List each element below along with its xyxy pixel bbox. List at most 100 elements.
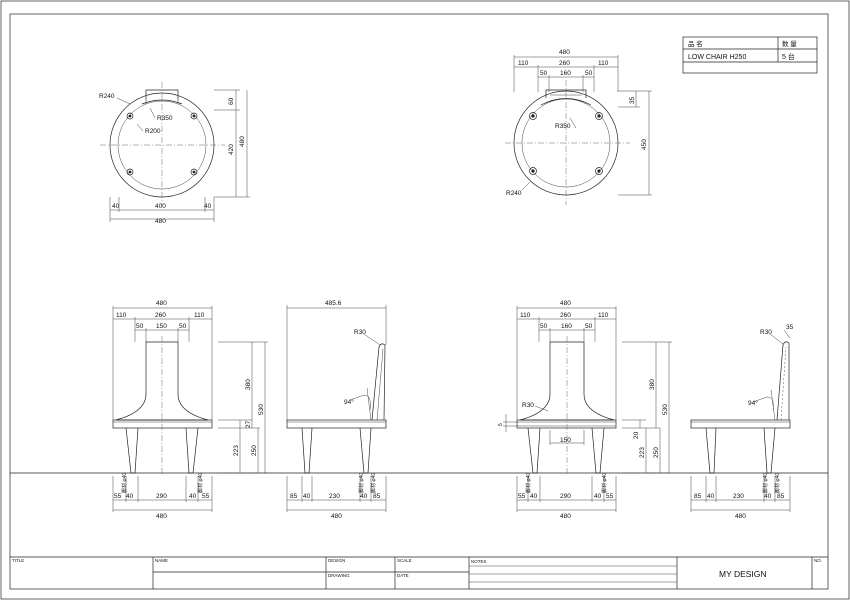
- fb-dim-50b: 50: [585, 323, 593, 330]
- sb-dim-35: 35: [786, 324, 794, 331]
- parts-table: 品 名 数 量 LOW CHAIR H250 5 台: [682, 36, 818, 74]
- sb-dim-230: 230: [733, 493, 744, 500]
- fa-dim-50a: 50: [136, 323, 144, 330]
- fb-dim-110a: 110: [520, 312, 531, 319]
- company-name: MY DESIGN: [719, 569, 767, 579]
- fb-radius-neck: R30: [522, 402, 534, 409]
- fb-leg-note-a: 脚材 φ40: [525, 473, 532, 493]
- fa-dim-380: 380: [245, 379, 252, 390]
- fb-dim-223: 223: [639, 447, 646, 458]
- parts-header-qty: 数 量: [782, 39, 797, 48]
- sb-dim-40b: 40: [764, 493, 772, 500]
- side-view-b: 94° R30 35 脚材 φ40 脚材 φ40 85 40 230 40 85…: [690, 324, 794, 520]
- top-view-left: R240 R350 R200 60 420 480 40 400 40 480: [99, 82, 250, 225]
- tl-dim-420: 420: [228, 144, 235, 155]
- fa-dim-260: 260: [155, 312, 166, 319]
- fb-dim-380: 380: [649, 379, 656, 390]
- sa-dim-40b: 40: [360, 493, 368, 500]
- tr-radius-back: R350: [555, 123, 571, 130]
- tl-radius-inner: R200: [145, 128, 161, 135]
- sb-leg-note-a: 脚材 φ40: [762, 473, 769, 493]
- front-view-a: 480 110 260 110 50 150 50 380 530 27 223…: [112, 300, 268, 520]
- fa-dim-150: 150: [156, 323, 167, 330]
- sa-dim-40a: 40: [303, 493, 311, 500]
- tr-dim-110a: 110: [518, 60, 529, 67]
- fb-dim-150: 150: [560, 437, 571, 444]
- fb-dim-480top: 480: [560, 300, 571, 307]
- fb-dim-20: 20: [633, 431, 640, 439]
- sb-radius-top: R30: [760, 329, 772, 336]
- fa-dim-480bot: 480: [156, 513, 167, 520]
- sb-dim-480: 480: [735, 513, 746, 520]
- tr-dim-50a: 50: [540, 70, 548, 77]
- tr-radius-outer: R240: [506, 190, 522, 197]
- tl-dim-480h: 480: [155, 218, 166, 225]
- fa-dim-40b: 40: [189, 493, 197, 500]
- parts-header-name: 品 名: [688, 39, 703, 48]
- sa-leg-note-a: 脚材 φ40: [358, 473, 365, 493]
- fb-dim-260: 260: [560, 312, 571, 319]
- tl-dim-40a: 40: [112, 203, 120, 210]
- drawing-label: DRAWING: [328, 573, 350, 578]
- fb-dim-160: 160: [561, 323, 572, 330]
- parts-row-qty: 5 台: [782, 52, 795, 61]
- sb-angle: 94°: [748, 399, 758, 407]
- name-label: NAME: [155, 558, 168, 563]
- tl-dim-40b: 40: [204, 203, 212, 210]
- fb-dim-40a: 40: [530, 493, 538, 500]
- title-block: TITLE NAME DESIGN SCALE DRAWING DATE NOT…: [10, 556, 828, 589]
- tl-radius-back: R350: [157, 115, 173, 122]
- sa-dim-230: 230: [329, 493, 340, 500]
- fb-dim-290: 290: [560, 493, 571, 500]
- notes-label: NOTES: [471, 559, 487, 564]
- front-view-b: 150 R30 5 480 110 260 110 50 160 50: [498, 300, 672, 520]
- tr-dim-110b: 110: [598, 60, 609, 67]
- fb-dim-250: 250: [653, 447, 660, 458]
- sa-dim-85a: 85: [290, 493, 298, 500]
- tl-dim-480v: 480: [239, 136, 246, 147]
- sa-dim-480: 480: [331, 513, 342, 520]
- fa-dim-250: 250: [251, 445, 258, 456]
- scale-label: SCALE: [397, 558, 412, 563]
- fa-dim-110b: 110: [194, 312, 205, 319]
- sa-angle: 94°: [344, 398, 354, 406]
- sb-leg-note-b: 脚材 φ40: [774, 473, 781, 493]
- title-label: TITLE: [12, 558, 24, 563]
- fb-leg-note-b: 脚材 φ40: [601, 473, 608, 493]
- tl-dim-400: 400: [155, 203, 166, 210]
- fb-dim-50a: 50: [540, 323, 548, 330]
- fa-dim-530: 530: [258, 404, 265, 415]
- fa-dim-290: 290: [156, 493, 167, 500]
- fa-leg-note-a: 脚材 φ40: [121, 473, 128, 493]
- tr-dim-480: 480: [559, 49, 570, 56]
- sa-dim-85b: 85: [373, 493, 381, 500]
- date-label: DATE: [397, 573, 409, 578]
- sb-dim-40a: 40: [707, 493, 715, 500]
- fa-dim-40a: 40: [126, 493, 134, 500]
- sb-dim-85b: 85: [777, 493, 785, 500]
- tr-dim-50b: 50: [585, 70, 593, 77]
- side-view-a: 94° R30 485.6 脚材 φ40 脚材 φ40 85 40 230 40…: [286, 300, 387, 520]
- design-label: DESIGN: [328, 558, 345, 563]
- sa-dim-485: 485.6: [325, 300, 342, 307]
- tr-dim-450: 450: [641, 139, 648, 150]
- tr-dim-160: 160: [560, 70, 571, 77]
- fa-leg-note-b: 脚材 φ40: [197, 473, 204, 493]
- fb-dim-110b: 110: [598, 312, 609, 319]
- fa-dim-110a: 110: [116, 312, 127, 319]
- sa-radius-top: R30: [354, 329, 366, 336]
- fb-dim-480bot: 480: [560, 513, 571, 520]
- tl-dim-60: 60: [228, 97, 235, 105]
- fa-dim-27: 27: [245, 420, 252, 428]
- sb-dim-85a: 85: [694, 493, 702, 500]
- top-view-right: R350 R240 480 110 260 110 50 160 50 35 4…: [505, 49, 652, 205]
- fb-dim-530: 530: [662, 404, 669, 415]
- drawing-frame: [9, 13, 829, 590]
- tl-radius-outer: R240: [99, 93, 115, 100]
- tr-dim-260: 260: [559, 60, 570, 67]
- tr-dim-35: 35: [629, 96, 636, 104]
- fa-dim-55b: 55: [202, 493, 210, 500]
- fa-dim-50b: 50: [179, 323, 187, 330]
